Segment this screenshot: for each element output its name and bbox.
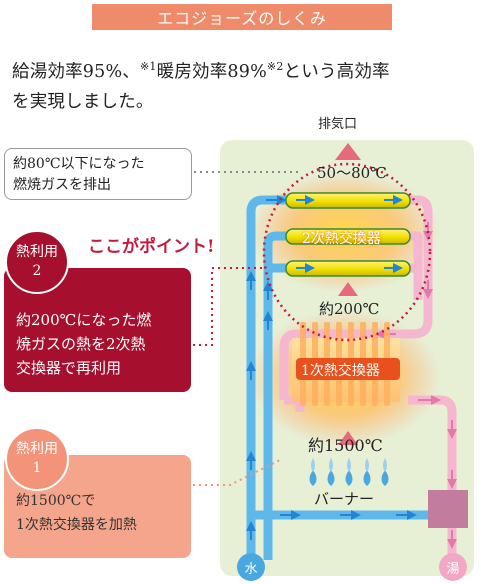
heat-use-2-line1: 約200℃になった燃 — [16, 311, 152, 329]
heat-source-box — [428, 490, 468, 528]
hot-water-label: 湯 — [446, 561, 460, 577]
heat-use-2-badge-number: 2 — [32, 263, 42, 279]
burner-label: バーナー — [314, 490, 375, 508]
hot-flow-arrows — [375, 222, 457, 549]
point-highlight-circle — [262, 162, 432, 342]
leader-heat1 — [193, 459, 281, 486]
point-label: ここがポイント! — [88, 237, 215, 257]
footnote-2: ※2 — [266, 60, 284, 73]
primary-heat-exchanger — [292, 322, 400, 406]
water-inlet: 水 — [237, 553, 265, 581]
heat-use-1-line2: 1次熱交換器を加熱 — [16, 517, 137, 533]
intro-part-a: 給湯効率95%、 — [12, 62, 140, 82]
secondary-heat-exchanger — [285, 192, 411, 277]
heat-use-2-line2: 焼ガスの熱を2次熱 — [16, 335, 146, 353]
exhaust-temp: 50～80℃ — [317, 164, 387, 182]
intro-text: 給湯効率95%、※1暖房効率89%※2という高効率 を実現しました。 — [12, 52, 474, 117]
primary-hx-label: 1次熱交換器 — [301, 363, 380, 379]
intro-line-2: を実現しました。 — [12, 92, 154, 112]
secondary-hx-label: 2次熱交換器 — [302, 231, 381, 247]
tube-flow-arrows — [296, 195, 403, 273]
heat-use-2-badge-title: 熱利用 — [16, 244, 58, 260]
burner-flames — [309, 458, 389, 486]
title-text: エコジョーズのしくみ — [157, 9, 327, 28]
intro-part-c: という高効率 — [283, 62, 390, 82]
intro-part-b: 暖房効率89% — [156, 62, 267, 82]
up-arrow-200 — [338, 282, 358, 296]
up-arrow-1500 — [338, 431, 358, 445]
footnote-1: ※1 — [140, 60, 157, 73]
exhaust-note-line1: 約80℃以下になった — [13, 156, 145, 172]
heat-use-1-line1: 約1500℃で — [16, 493, 96, 509]
water-label: 水 — [244, 561, 258, 577]
heat-use-1-badge: 熱利用 1 — [5, 427, 69, 491]
hot-water-outlet: 湯 — [439, 553, 467, 581]
exhaust-arrow — [335, 143, 361, 160]
temp-1500: 約1500℃ — [308, 436, 383, 455]
heat-use-2-badge: 熱利用 2 — [5, 230, 69, 294]
temp-200: 約200℃ — [319, 300, 380, 318]
exhaust-note-line2: 燃焼ガスを排出 — [13, 177, 111, 193]
water-flow-arrows — [246, 195, 417, 540]
title-bar: エコジョーズのしくみ — [92, 4, 392, 30]
heat-use-2-line3: 交換器で再利用 — [16, 359, 122, 377]
exhaust-note: 約80℃以下になった 燃焼ガスを排出 — [4, 148, 192, 200]
heat-use-1-badge-title: 熱利用 — [16, 441, 58, 457]
heat-use-1-badge-number: 1 — [32, 460, 42, 476]
exhaust-label: 排気口 — [318, 117, 358, 132]
